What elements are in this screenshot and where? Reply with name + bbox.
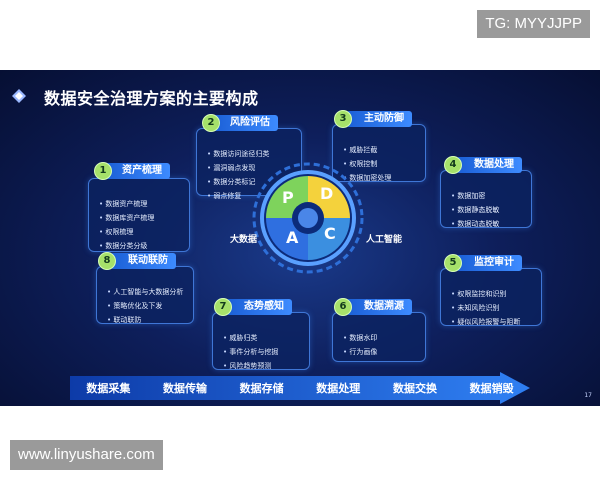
watermark-top: TG: MYYJJPP — [477, 10, 590, 38]
data-lifecycle-arrow: 数据采集 数据传输 数据存储 数据处理 数据交换 数据销毁 — [70, 372, 540, 404]
flow-step: 数据销毁 — [469, 382, 514, 395]
card-title: 数据处理 — [456, 157, 522, 173]
flow-step: 数据交换 — [392, 382, 437, 395]
pdca-c: C — [324, 224, 336, 243]
card-situation-awareness: 威胁归类 事件分析与挖掘 风险趋势预测 — [212, 312, 310, 370]
list-item: 数据水印 — [343, 331, 425, 345]
list-item: 人工智能与大数据分析 — [107, 285, 193, 299]
flow-step: 数据处理 — [316, 382, 361, 395]
flow-bar — [70, 376, 500, 400]
list-item: 数据分类标记 — [207, 175, 301, 189]
pdca-ring — [252, 162, 364, 274]
list-item: 数据动态脱敏 — [451, 217, 531, 231]
list-item: 数据资产梳理 — [99, 197, 189, 211]
flow-items: 数据采集 数据传输 数据存储 数据处理 数据交换 数据销毁 — [70, 376, 530, 400]
card-title: 主动防御 — [346, 111, 412, 127]
list-item: 策略优化及下发 — [107, 299, 193, 313]
slide-title: 数据安全治理方案的主要构成 — [44, 89, 259, 108]
arrow-right-icon — [500, 372, 530, 404]
label-ai: 人工智能 — [366, 235, 403, 245]
card-title: 资产梳理 — [104, 163, 170, 179]
pdca-cycle-graphic: P D C A — [252, 162, 364, 274]
step-badge: 3 — [334, 110, 352, 128]
step-badge: 4 — [444, 156, 462, 174]
list-item: 未知风险识别 — [451, 301, 541, 315]
card-data-processing: 数据加密 数据静态脱敏 数据动态脱敏 — [440, 170, 532, 228]
step-badge: 2 — [202, 114, 220, 132]
list-item: 行为画像 — [343, 345, 425, 359]
list-item: 弱点修复 — [207, 189, 301, 203]
list-item: 事件分析与挖掘 — [223, 345, 309, 359]
list-item: 权限监控和识别 — [451, 287, 541, 301]
card-title: 联动联防 — [110, 253, 176, 269]
flow-step: 数据传输 — [162, 382, 207, 395]
card-data-tracing: 数据水印 行为画像 — [332, 312, 426, 362]
list-item: 权限控制 — [343, 157, 425, 171]
flow-step: 数据存储 — [239, 382, 284, 395]
pdca-p: P — [282, 188, 294, 207]
list-item: 数据加密 — [451, 189, 531, 203]
card-asset-sorting: 数据资产梳理 数据库资产梳理 权限梳理 数据分类分级 — [88, 178, 190, 252]
card-joint-defense: 人工智能与大数据分析 策略优化及下发 联动联防 — [96, 266, 194, 324]
label-big-data: 大数据 — [230, 235, 258, 245]
card-title: 态势感知 — [226, 299, 292, 315]
step-badge: 8 — [98, 252, 116, 270]
list-item: 漏洞弱点发现 — [207, 161, 301, 175]
pdca-d: D — [320, 184, 334, 203]
card-title: 数据溯源 — [346, 299, 412, 315]
step-badge: 1 — [94, 162, 112, 180]
list-item: 数据加密处理 — [343, 171, 425, 185]
list-item: 威胁拦截 — [343, 143, 425, 157]
slide: 数据安全治理方案的主要构成 数据资产梳理 数据库资产梳理 权限梳理 数据分类分级… — [0, 70, 600, 406]
list-item: 数据分类分级 — [99, 239, 189, 253]
list-item: 疑似风险报警与阻断 — [451, 315, 541, 329]
card-title: 监控审计 — [456, 255, 522, 271]
list-item: 联动联防 — [107, 313, 193, 327]
step-badge: 7 — [214, 298, 232, 316]
list-item: 风险趋势预测 — [223, 359, 309, 373]
list-item: 威胁归类 — [223, 331, 309, 345]
step-badge: 5 — [444, 254, 462, 272]
list-item: 数据库资产梳理 — [99, 211, 189, 225]
card-title: 风险评估 — [212, 115, 278, 131]
list-item: 权限梳理 — [99, 225, 189, 239]
card-monitor-audit: 权限监控和识别 未知风险识别 疑似风险报警与阻断 — [440, 268, 542, 326]
list-item: 数据静态脱敏 — [451, 203, 531, 217]
step-badge: 6 — [334, 298, 352, 316]
diamond-icon — [12, 89, 26, 103]
page-number: 17 — [584, 392, 592, 399]
pdca-a: A — [286, 228, 299, 247]
watermark-bottom: www.linyushare.com — [10, 440, 163, 470]
flow-step: 数据采集 — [86, 382, 131, 395]
card-active-defense: 威胁拦截 权限控制 数据加密处理 — [332, 124, 426, 182]
list-item: 数据访问途径归类 — [207, 147, 301, 161]
